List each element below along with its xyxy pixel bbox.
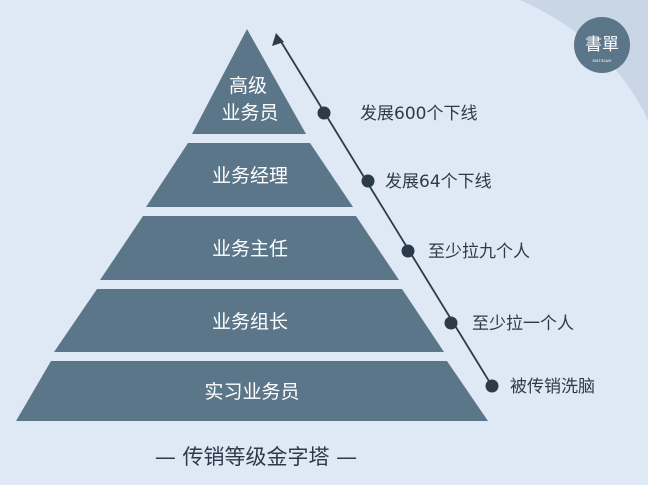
note-1-dot <box>317 106 331 120</box>
note-4-label: 至少拉一个人 <box>472 314 574 334</box>
note-2-dot <box>361 174 375 188</box>
note-3-dot <box>401 244 415 258</box>
tier-1-shape <box>192 29 306 134</box>
tier-5-shape <box>16 361 488 421</box>
tier-2-label: 业务经理 <box>212 165 288 187</box>
tier-4-label: 业务组长 <box>212 311 288 333</box>
tier-4-shape <box>54 289 444 352</box>
pyramid: 高级 业务员 业务经理 业务主任 业务组长 实习业务员 <box>16 29 488 421</box>
note-3-label: 至少拉九个人 <box>428 242 530 262</box>
note-5-dot <box>485 379 499 393</box>
logo-subtext: SHUDAN <box>592 58 612 63</box>
note-2-label: 发展64个下线 <box>385 172 492 192</box>
tier-2-shape <box>146 143 353 207</box>
tier-1-label-line1: 高级 <box>229 75 267 97</box>
tier-5-label: 实习业务员 <box>204 381 299 403</box>
note-5-label: 被传销洗脑 <box>510 377 595 397</box>
arrow-up-icon <box>272 33 284 46</box>
logo: 書單 SHUDAN <box>574 17 630 73</box>
tier-1-label-line2: 业务员 <box>221 102 278 124</box>
progression-arrow: 发展600个下线 发展64个下线 至少拉九个人 至少拉一个人 被传销洗脑 <box>272 33 595 397</box>
note-4-dot <box>444 316 458 330</box>
diagram-caption: — 传销等级金字塔 — <box>155 445 357 469</box>
tier-3-shape <box>100 216 399 280</box>
logo-text: 書單 <box>585 35 619 55</box>
tier-3-label: 业务主任 <box>212 238 288 260</box>
note-1-label: 发展600个下线 <box>360 104 477 124</box>
